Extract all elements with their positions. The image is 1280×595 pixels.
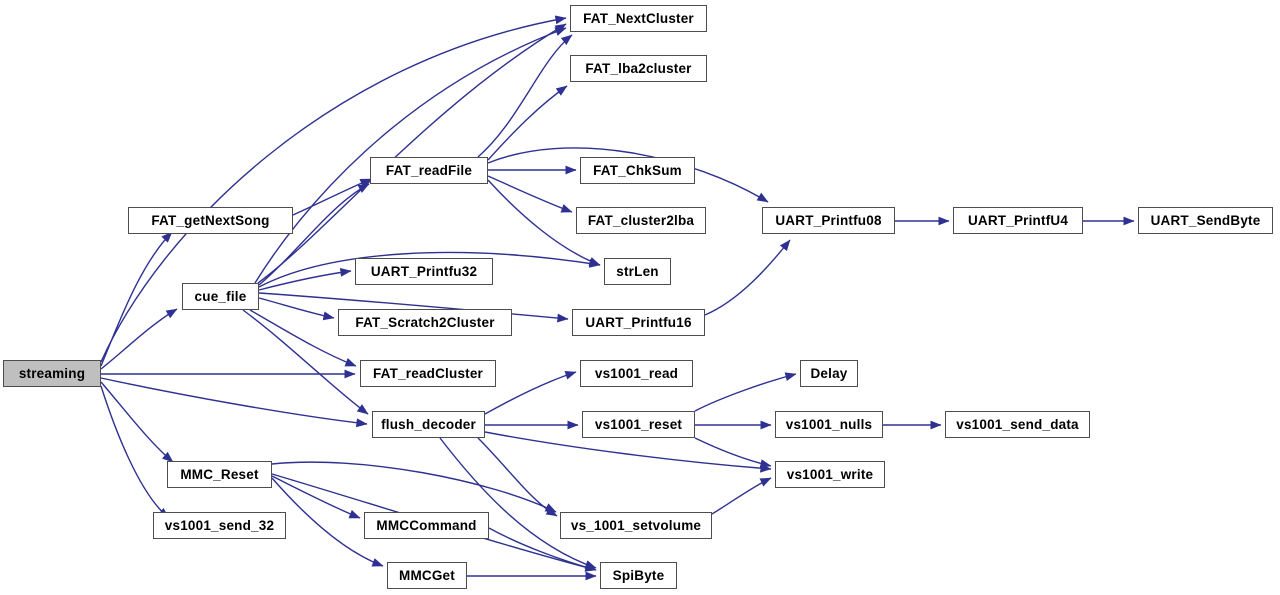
edge-MMCCommand-to-SpiByte <box>488 527 597 572</box>
graph-node-label: vs1001_nulls <box>785 416 873 432</box>
edge-cue_file-to-FAT_readFile <box>258 183 370 286</box>
edge-MMC_Reset-to-MMCGet <box>271 477 384 567</box>
graph-node-FAT_lba2cluster[interactable]: FAT_lba2cluster <box>570 55 707 82</box>
graph-node-label: vs_1001_setvolume <box>570 517 702 533</box>
graph-node-FAT_getNextSong[interactable]: FAT_getNextSong <box>128 207 293 234</box>
edge-UART_Printfu16-to-UART_Printfu08 <box>704 239 791 316</box>
edge-FAT_readFile-to-FAT_NextCluster <box>477 34 573 158</box>
graph-node-label: UART_PrintfU4 <box>967 212 1069 228</box>
edge-FAT_readFile-to-strLen <box>487 179 601 266</box>
graph-node-vs1001_nulls[interactable]: vs1001_nulls <box>775 411 883 438</box>
edge-FAT_readFile-to-FAT_cluster2lba <box>487 175 573 213</box>
edge-vs_1001_setvolume-to-vs1001_write <box>711 477 772 515</box>
graph-node-label: vs1001_send_data <box>956 416 1079 432</box>
graph-node-streaming[interactable]: streaming <box>3 360 101 387</box>
edge-flush_decoder-to-SpiByte <box>439 437 597 569</box>
graph-node-label: FAT_cluster2lba <box>587 212 695 228</box>
graph-node-strLen[interactable]: strLen <box>604 258 671 285</box>
edge-cue_file-to-FAT_NextCluster <box>254 27 567 284</box>
graph-node-vs_1001_setvolume[interactable]: vs_1001_setvolume <box>560 512 712 539</box>
graph-node-label: MMC_Reset <box>180 466 259 482</box>
graph-node-vs1001_read[interactable]: vs1001_read <box>580 360 693 387</box>
graph-node-label: strLen <box>616 263 659 279</box>
edge-flush_decoder-to-vs1001_read <box>484 371 577 415</box>
graph-node-FAT_Scratch2Cluster[interactable]: FAT_Scratch2Cluster <box>338 309 512 336</box>
graph-node-label: cue_file <box>194 288 247 304</box>
graph-node-UART_Printfu16[interactable]: UART_Printfu16 <box>572 309 705 336</box>
graph-node-vs1001_send_32[interactable]: vs1001_send_32 <box>153 512 286 539</box>
edge-streaming-to-MMC_Reset <box>100 381 174 463</box>
graph-node-label: MMCCommand <box>376 517 477 533</box>
graph-node-label: FAT_readCluster <box>372 365 484 381</box>
edge-MMC_Reset-to-vs_1001_setvolume <box>271 461 557 513</box>
edge-streaming-to-FAT_getNextSong <box>100 231 173 367</box>
edge-cue_file-to-UART_Printfu16 <box>258 292 569 323</box>
edge-streaming-to-FAT_NextCluster <box>100 15 567 363</box>
edge-cue_file-to-strLen <box>258 251 601 288</box>
edge-vs1001_reset-to-vs1001_write <box>694 437 772 468</box>
graph-node-SpiByte[interactable]: SpiByte <box>600 562 677 589</box>
edge-FAT_readFile-to-UART_Printfu08 <box>487 147 769 203</box>
graph-node-MMCCommand[interactable]: MMCCommand <box>364 512 489 539</box>
edge-cue_file-to-flush_decoder <box>242 309 369 415</box>
graph-node-label: FAT_Scratch2Cluster <box>355 314 495 330</box>
edge-cue_file-to-FAT_readCluster <box>249 309 357 367</box>
graph-node-label: vs1001_write <box>786 466 874 482</box>
graph-node-cue_file[interactable]: cue_file <box>182 283 259 310</box>
graph-node-label: FAT_ChkSum <box>593 162 682 178</box>
graph-node-MMC_Reset[interactable]: MMC_Reset <box>167 461 272 488</box>
graph-node-label: streaming <box>18 365 86 381</box>
graph-node-MMCGet[interactable]: MMCGet <box>387 562 467 589</box>
graph-node-vs1001_send_data[interactable]: vs1001_send_data <box>945 411 1090 438</box>
graph-node-label: FAT_lba2cluster <box>585 60 692 76</box>
edge-flush_decoder-to-vs_1001_setvolume <box>477 437 558 517</box>
edge-paths <box>100 15 1135 581</box>
graph-node-label: FAT_readFile <box>385 162 473 178</box>
graph-node-label: MMCGet <box>399 567 455 583</box>
edge-cue_file-to-UART_Printfu32 <box>258 267 352 291</box>
graph-node-label: UART_Printfu16 <box>585 314 692 330</box>
graph-node-vs1001_reset[interactable]: vs1001_reset <box>582 411 695 438</box>
edge-vs1001_reset-to-Delay <box>694 372 797 412</box>
graph-node-label: FAT_getNextSong <box>151 212 270 228</box>
graph-node-label: vs1001_read <box>594 365 679 381</box>
graph-node-label: FAT_NextCluster <box>583 10 694 26</box>
graph-node-vs1001_write[interactable]: vs1001_write <box>775 461 885 488</box>
graph-node-label: SpiByte <box>612 567 665 583</box>
graph-node-label: Delay <box>810 365 848 381</box>
graph-node-Delay[interactable]: Delay <box>800 360 858 387</box>
edge-cue_file-to-FAT_Scratch2Cluster <box>258 297 335 321</box>
graph-node-FAT_readFile[interactable]: FAT_readFile <box>370 157 488 184</box>
graph-node-label: UART_Printfu08 <box>775 212 882 228</box>
graph-node-label: vs1001_send_32 <box>164 517 275 533</box>
graph-node-UART_SendByte[interactable]: UART_SendByte <box>1138 207 1273 234</box>
graph-node-FAT_ChkSum[interactable]: FAT_ChkSum <box>580 157 695 184</box>
graph-node-UART_Printfu32[interactable]: UART_Printfu32 <box>355 258 493 285</box>
edge-streaming-to-vs1001_send_32 <box>100 385 170 519</box>
graph-node-label: vs1001_reset <box>594 416 683 432</box>
graph-node-label: flush_decoder <box>381 416 476 432</box>
graph-node-label: UART_SendByte <box>1150 212 1261 228</box>
edge-MMC_Reset-to-MMCCommand <box>271 475 361 519</box>
graph-node-FAT_readCluster[interactable]: FAT_readCluster <box>360 360 496 387</box>
edge-flush_decoder-to-vs1001_write <box>484 431 772 473</box>
edge-FAT_getNextSong-to-FAT_readFile <box>292 178 372 216</box>
graph-node-FAT_NextCluster[interactable]: FAT_NextCluster <box>570 5 707 32</box>
edge-FAT_readFile-to-FAT_lba2cluster <box>487 85 568 161</box>
edge-streaming-to-flush_decoder <box>100 377 368 428</box>
graph-node-label: UART_Printfu32 <box>370 263 478 279</box>
graph-node-UART_Printfu08[interactable]: UART_Printfu08 <box>762 207 895 234</box>
graph-node-UART_PrintfU4[interactable]: UART_PrintfU4 <box>953 207 1083 234</box>
edge-streaming-to-cue_file <box>100 308 178 370</box>
graph-node-FAT_cluster2lba[interactable]: FAT_cluster2lba <box>576 207 706 234</box>
graph-node-flush_decoder[interactable]: flush_decoder <box>372 411 485 438</box>
